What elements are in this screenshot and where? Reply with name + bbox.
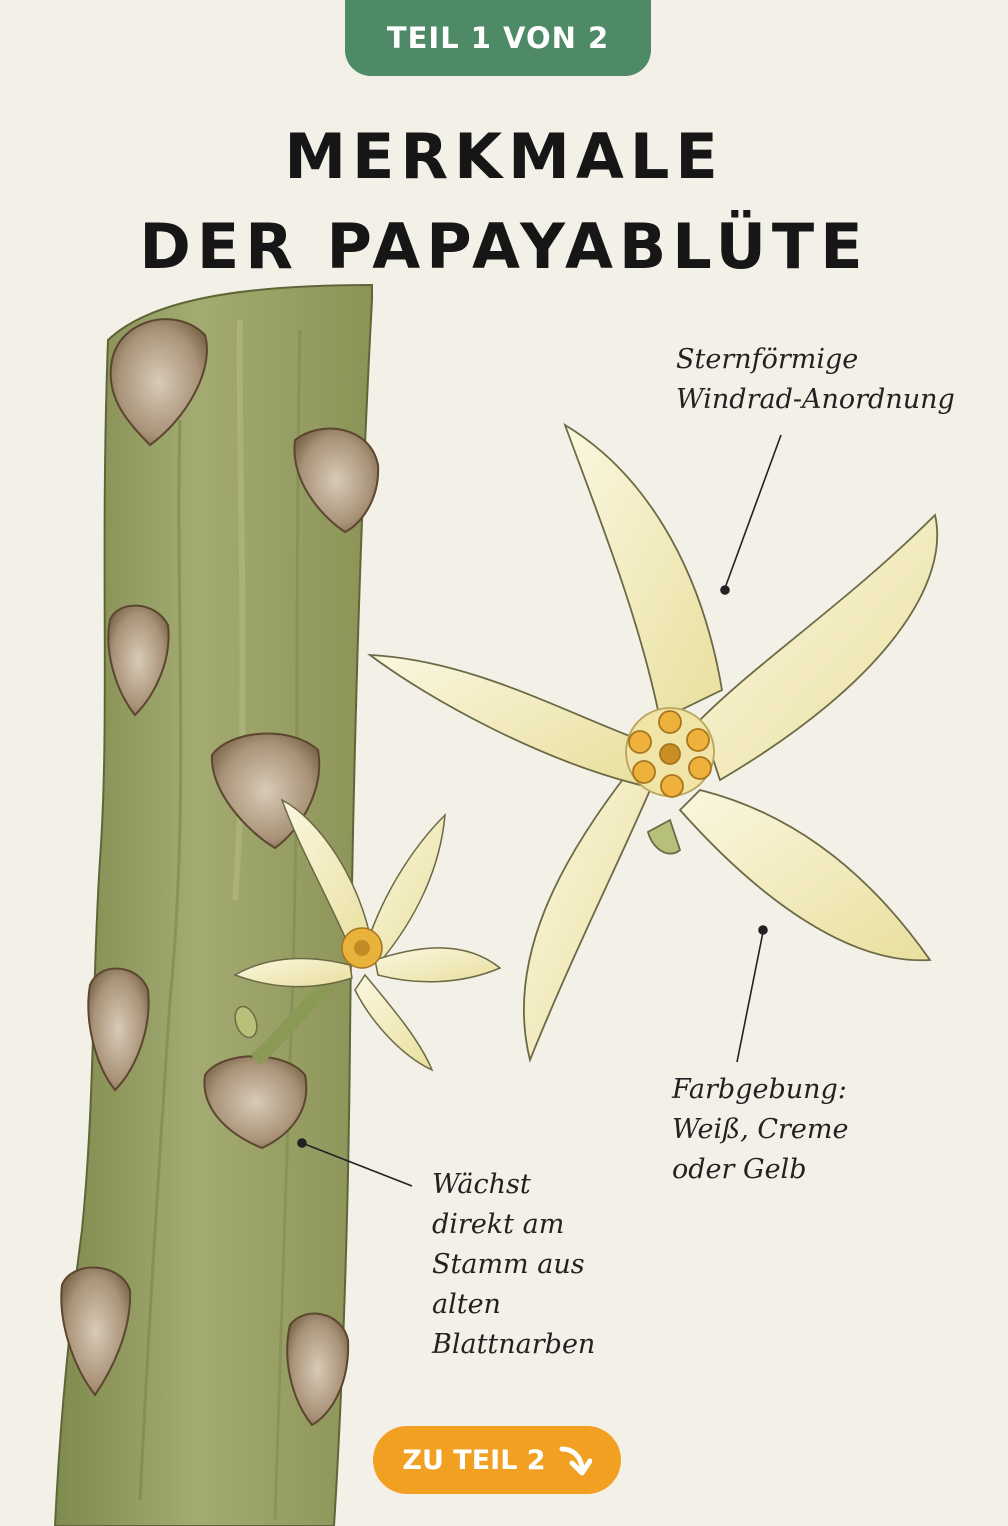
title-line-2: DER PAPAYABLÜTE: [139, 210, 869, 283]
next-part-button[interactable]: ZU TEIL 2: [373, 1426, 621, 1494]
annotation-line: Farbgebung:: [672, 1074, 847, 1105]
annotation-line: Windrad-Anordnung: [676, 384, 955, 415]
small-flower: [233, 798, 502, 1072]
leaf-scars: [60, 318, 380, 1427]
large-flower: [367, 422, 939, 1063]
annotation-star-arrangement: Sternförmige Windrad-Anordnung: [676, 340, 955, 420]
callout-lines: [297, 434, 782, 1187]
arrow-down-right-icon: [559, 1446, 592, 1476]
annotation-line: Sternförmige: [676, 344, 859, 375]
annotation-line: Stamm aus: [432, 1249, 585, 1280]
part-indicator-badge: TEIL 1 VON 2: [345, 0, 651, 76]
annotation-coloration: Farbgebung: Weiß, Creme oder Gelb: [672, 1070, 849, 1190]
annotation-line: Blattnarben: [432, 1329, 596, 1360]
annotation-line: alten: [432, 1289, 501, 1320]
annotation-line: direkt am: [432, 1209, 565, 1240]
annotation-line: Weiß, Creme: [672, 1114, 849, 1145]
annotation-line: Wächst: [432, 1169, 531, 1200]
annotation-growth-location: Wächst direkt am Stamm aus alten Blattna…: [432, 1165, 595, 1365]
title-line-1: MERKMALE: [284, 120, 724, 193]
page-title: MERKMALE DER PAPAYABLÜTE: [0, 112, 1008, 292]
next-part-label: ZU TEIL 2: [402, 1444, 546, 1476]
annotation-line: oder Gelb: [672, 1154, 807, 1185]
